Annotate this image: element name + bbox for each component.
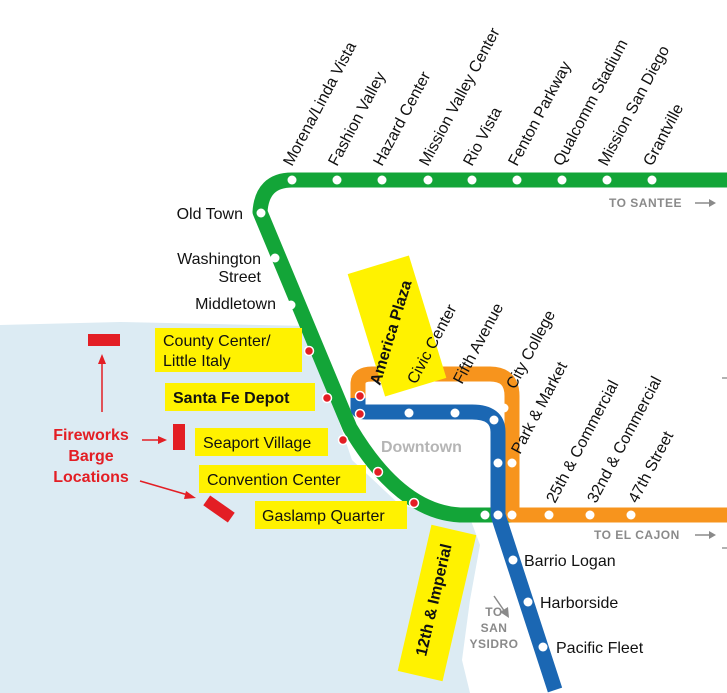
- stop-12th-imperial-blue: [493, 510, 503, 520]
- station-harborside: Harborside: [540, 595, 618, 612]
- highlight-america-plaza: [347, 255, 447, 397]
- station-gaslamp-quarter: Gaslamp Quarter: [262, 508, 385, 525]
- station-old-town: Old Town: [177, 206, 243, 223]
- station-barrio-logan: Barrio Logan: [524, 553, 616, 570]
- stop-county-center: [303, 345, 315, 357]
- stop-32nd-commercial: [585, 510, 595, 520]
- station-santa-fe-depot: Santa Fe Depot: [173, 390, 290, 407]
- fireworks-label-line2: Barge: [68, 448, 113, 465]
- el-cajon-arrow: [695, 531, 716, 539]
- stop-fenton-parkway: [512, 175, 522, 185]
- station-county-center-line1: County Center/: [163, 333, 271, 350]
- direction-to-san-ysidro-line2: SAN: [481, 621, 508, 635]
- highlight-imperial: [397, 524, 477, 682]
- direction-to-el-cajon: TO EL CAJON: [594, 528, 680, 542]
- station-washington-street-line2: Street: [218, 269, 261, 286]
- station-washington-street-line1: Washington: [177, 251, 261, 268]
- station-mission-valley-center: Mission Valley Center: [417, 25, 504, 169]
- stop-pacific-fleet: [538, 642, 548, 652]
- stop-civic-center-blue: [404, 408, 414, 418]
- fireworks-label-line3: Locations: [53, 469, 129, 486]
- station-rio-vista: Rio Vista: [461, 105, 506, 169]
- stop-fifth-avenue-blue: [450, 408, 460, 418]
- stop-fashion-valley: [332, 175, 342, 185]
- stop-12th-imperial-orange: [507, 510, 517, 520]
- highlight-convention: [199, 465, 366, 493]
- stop-old-town: [256, 208, 266, 218]
- stop-mission-san-diego: [602, 175, 612, 185]
- station-seaport-village: Seaport Village: [203, 435, 311, 452]
- stop-hazard-center: [377, 175, 387, 185]
- direction-to-san-ysidro-line1: TO: [485, 605, 502, 619]
- fireworks-barge-north: [88, 334, 120, 346]
- stop-fifth-avenue-orange: [450, 394, 460, 404]
- highlight-gaslamp: [255, 501, 407, 529]
- green-line: [252, 172, 727, 523]
- stop-america-plaza-orange: [354, 390, 366, 402]
- stop-park-market-blue: [493, 458, 503, 468]
- stop-america-plaza-blue: [354, 408, 366, 420]
- stop-gaslamp-quarter: [408, 497, 420, 509]
- highlight-santa-fe: [165, 383, 315, 411]
- station-convention-center: Convention Center: [207, 472, 341, 489]
- orange-line: [350, 366, 727, 523]
- stop-rio-vista: [467, 175, 477, 185]
- fireworks-barge-middle: [173, 424, 185, 450]
- station-county-center-line2: Little Italy: [163, 353, 231, 370]
- station-middletown: Middletown: [195, 296, 276, 313]
- direction-to-santee: TO SANTEE: [609, 196, 682, 210]
- stop-mission-valley-center: [423, 175, 433, 185]
- bay-water: [0, 322, 480, 693]
- stop-civic-center-orange: [404, 394, 414, 404]
- stop-12th-imperial-green: [480, 510, 490, 520]
- station-stops: [256, 175, 657, 652]
- stop-washington-street: [270, 253, 280, 263]
- station-32nd-commercial: 32nd & Commercial: [585, 374, 666, 506]
- stop-middletown: [286, 300, 296, 310]
- stop-morena-linda-vista: [287, 175, 297, 185]
- direction-to-san-ysidro-line3: YSIDRO: [469, 637, 518, 651]
- stop-barrio-logan: [508, 555, 518, 565]
- stop-city-college-orange: [499, 403, 509, 413]
- area-label-downtown: Downtown: [381, 439, 462, 456]
- highlight-county-center: [155, 328, 302, 372]
- stop-convention-center: [372, 466, 384, 478]
- santee-arrow: [695, 199, 716, 207]
- highlight-boxes: [155, 255, 477, 682]
- stop-seaport-village: [337, 434, 349, 446]
- station-pacific-fleet: Pacific Fleet: [556, 640, 644, 657]
- highlight-seaport: [195, 428, 328, 456]
- stop-park-market-orange: [507, 458, 517, 468]
- fireworks-label-line1: Fireworks: [53, 427, 129, 444]
- stop-grantville: [647, 175, 657, 185]
- stop-santa-fe-depot: [321, 392, 333, 404]
- stop-harborside: [523, 597, 533, 607]
- stop-qualcomm-stadium: [557, 175, 567, 185]
- fireworks-arrows: [98, 354, 196, 499]
- stop-25th-commercial: [544, 510, 554, 520]
- fireworks-barge-south: [203, 495, 235, 523]
- stop-city-college-blue: [489, 415, 499, 425]
- station-grantville: Grantville: [641, 101, 688, 169]
- san-ysidro-arrow: [493, 595, 509, 618]
- stop-47th-street: [626, 510, 636, 520]
